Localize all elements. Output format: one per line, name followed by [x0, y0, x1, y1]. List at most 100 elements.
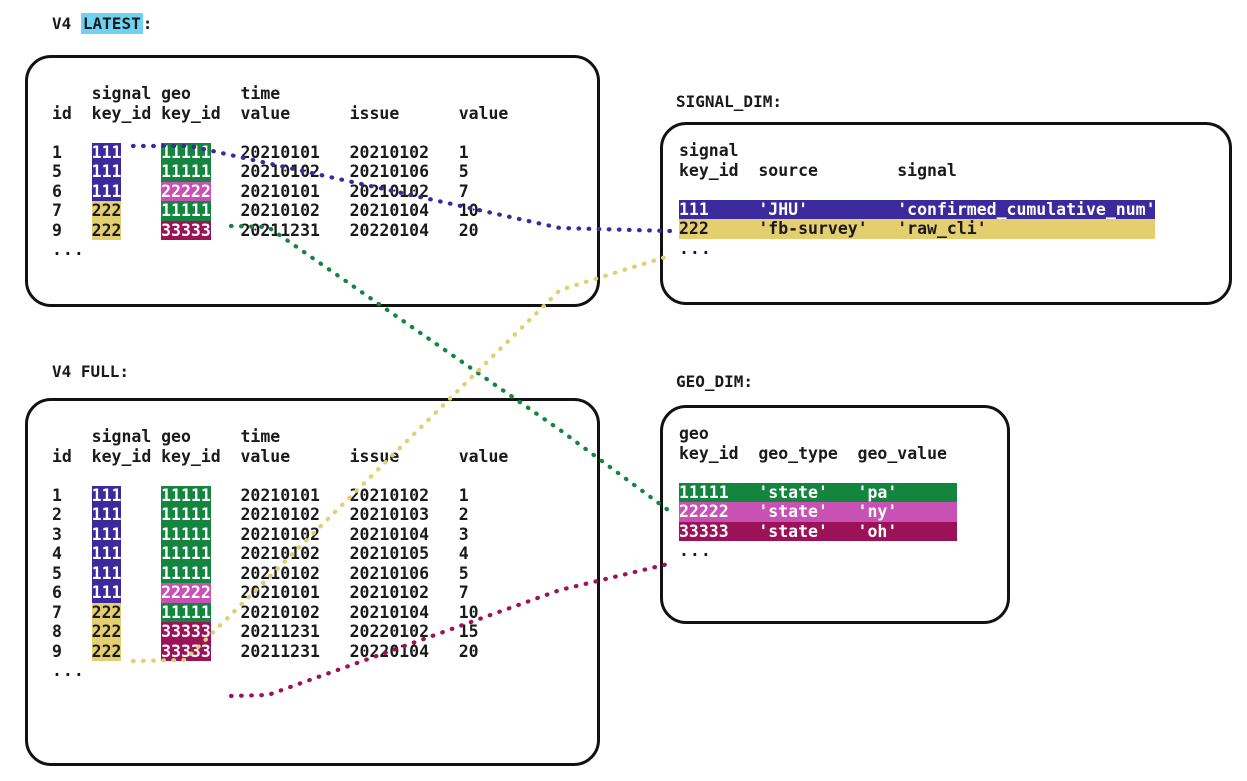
latest-header-cell [459, 84, 509, 104]
full-cell-signal-key-id: 111 [91, 583, 161, 603]
full-cell-value: 5 [458, 563, 469, 583]
latest-header-cell: value [458, 103, 509, 123]
full-cell-value: 1 [458, 485, 469, 505]
signal-dim-header-row-1: signal [679, 141, 1155, 161]
signal-dim-cell-key-id: 111 [679, 199, 709, 219]
latest-header-cell: time [240, 84, 281, 103]
full-cell-signal-key-id: 111 [91, 505, 161, 525]
latest-cell-value: 1 [458, 142, 469, 162]
full-cell-id: 3 [52, 524, 62, 544]
latest-cell-value: 10 [458, 201, 479, 220]
signal-dim-cell-key-id: 222 [679, 219, 709, 238]
table-row: 11111'state''pa' [679, 482, 957, 502]
latest-ellipsis: ... [52, 240, 85, 259]
latest-cell-issue: 20210106 [349, 162, 430, 181]
full-cell-signal-key-id: 111 [91, 563, 161, 583]
geo-dim-header-cell: geo [679, 424, 709, 443]
full-header-cell: geo [161, 427, 191, 446]
full-cell-time-value: 20210101 [240, 485, 320, 505]
key-id-chip: 11111 [161, 142, 211, 162]
latest-cell-issue: 20210104 [349, 201, 430, 220]
full-cell-time-value: 20211231 [240, 641, 320, 661]
full-cell-time-value: 20210102 [240, 563, 320, 583]
caption-v4-full: V4 FULL: [52, 362, 130, 381]
full-cell-issue: 20220104 [349, 641, 430, 661]
full-cell-id: 2 [52, 505, 62, 524]
full-cell-signal-key-id: 222 [91, 641, 161, 661]
full-cell-value: 4 [458, 544, 469, 563]
latest-header-cell [52, 84, 92, 104]
key-id-chip: 11111 [161, 563, 211, 583]
signal-dim-header-cell [758, 141, 897, 161]
full-cell-id: 4 [52, 544, 62, 563]
geo-dim-header-row-1: geo [679, 424, 957, 444]
latest-header-cell: id [52, 103, 72, 123]
key-id-chip: 222 [91, 641, 122, 661]
geo-dim-ellipsis: ... [679, 541, 712, 560]
latest-cell-id: 9 [52, 220, 62, 240]
full-cell-value: 7 [458, 583, 469, 602]
key-id-chip: 11111 [161, 201, 211, 221]
full-cell-value: 15 [458, 622, 479, 641]
geo-dim-cell-geo-type: 'state' [758, 482, 828, 502]
latest-cell-id: 6 [52, 181, 62, 201]
full-cell-issue: 20210105 [349, 544, 430, 563]
table-row: 22222'state''ny' [679, 502, 957, 522]
full-cell-issue: 20210102 [349, 485, 430, 505]
table-row: 111'JHU''confirmed_cumulative_num' [679, 199, 1156, 219]
latest-cell-value: 7 [458, 181, 469, 201]
latest-header-cell: issue [349, 103, 400, 123]
signal-dim-header-gap [679, 180, 1155, 200]
geo-dim-header-cell [758, 424, 857, 444]
key-id-chip: 222 [91, 622, 122, 642]
full-cell-issue: 20210106 [349, 563, 430, 583]
geo-dim-header-cell [858, 424, 957, 444]
full-cell-signal-key-id: 111 [91, 524, 161, 544]
full-cell-id: 7 [52, 602, 62, 622]
geo-dim-header-cell: geo_value [857, 443, 947, 463]
caption-v4-latest: V4 LATEST: [52, 13, 152, 34]
full-cell-id: 6 [52, 583, 62, 602]
latest-cell-geo-key-id: 11111 [161, 201, 240, 221]
latest-cell-signal-key-id: 222 [91, 201, 161, 221]
signal-dim-header-cell: signal [679, 141, 739, 160]
full-cell-issue: 20210102 [349, 583, 430, 602]
latest-cell-issue: 20210102 [349, 142, 430, 162]
key-id-chip: 111 [91, 505, 122, 525]
full-header-cell: time [240, 427, 281, 446]
latest-cell-geo-key-id: 33333 [161, 220, 240, 240]
latest-cell-geo-key-id: 11111 [161, 142, 240, 162]
full-cell-issue: 20210104 [349, 602, 430, 622]
full-cell-value: 2 [458, 505, 469, 524]
key-id-chip: 11111 [161, 544, 211, 564]
full-cell-value: 10 [458, 602, 479, 622]
full-cell-geo-key-id: 33333 [161, 622, 240, 642]
geo-dim-cell-geo-value: 'ny' [857, 502, 898, 521]
latest-header-cell: value [240, 103, 291, 123]
latest-cell-issue: 20210102 [349, 181, 430, 201]
latest-cell-value: 5 [458, 162, 469, 181]
full-header-cell: value [240, 446, 291, 466]
full-header-cell: key_id [91, 446, 152, 466]
full-cell-value: 3 [458, 524, 469, 544]
key-id-chip: 111 [91, 162, 122, 182]
full-header-cell: id [52, 446, 72, 466]
latest-header-cell [350, 84, 459, 104]
full-header-cell: value [458, 446, 509, 466]
full-cell-geo-key-id: 11111 [161, 485, 240, 505]
